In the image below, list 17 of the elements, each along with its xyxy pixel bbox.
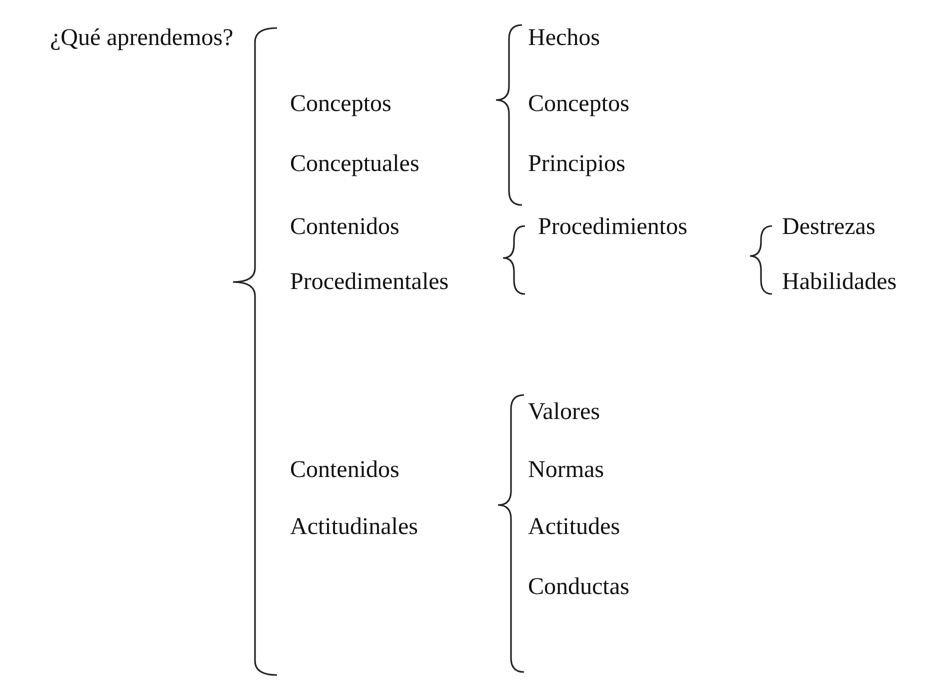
label-text: Destrezas — [782, 213, 876, 241]
label-text: ¿Qué aprendemos? — [50, 24, 234, 52]
label-text: Conceptos — [528, 90, 630, 118]
label-text: Contenidos — [290, 456, 400, 484]
label-text: Conductas — [528, 573, 630, 601]
label-text: Actitudinales — [290, 513, 418, 541]
label-text: Hechos — [528, 24, 600, 52]
label-text: Procedimientos — [538, 213, 688, 241]
label-text: Principios — [528, 150, 626, 178]
label-text: Valores — [528, 398, 600, 426]
label-text: Procedimentales — [290, 268, 449, 296]
label-text: Contenidos — [290, 213, 400, 241]
label-text: Habilidades — [782, 268, 897, 296]
label-text: Conceptos — [290, 90, 392, 118]
label-text: Actitudes — [528, 513, 620, 541]
label-text: Normas — [528, 456, 604, 484]
label-text: Conceptuales — [290, 150, 420, 178]
